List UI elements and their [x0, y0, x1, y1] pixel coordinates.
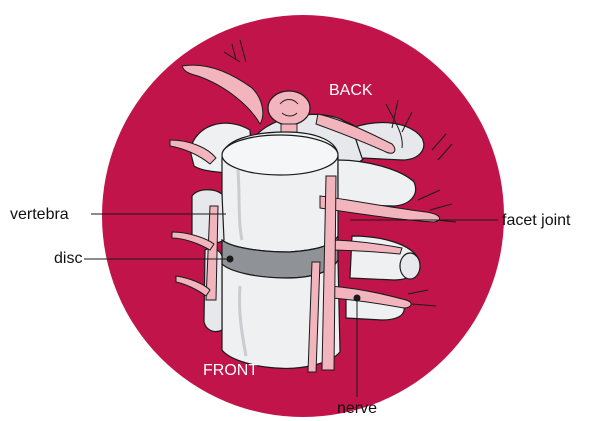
leader-nerve-dot: [354, 295, 360, 301]
label-nerve: nerve: [337, 401, 377, 417]
spinal-cord: [268, 91, 310, 125]
label-disc: disc: [54, 251, 82, 267]
label-facet-joint: facet joint: [502, 213, 570, 229]
label-front: FRONT: [203, 363, 258, 379]
label-back: BACK: [329, 83, 373, 99]
leader-disc-dot: [227, 256, 233, 262]
vertebral-body-upper: [222, 132, 338, 252]
pedicle-left: [192, 190, 224, 244]
label-vertebra: vertebra: [10, 207, 69, 223]
